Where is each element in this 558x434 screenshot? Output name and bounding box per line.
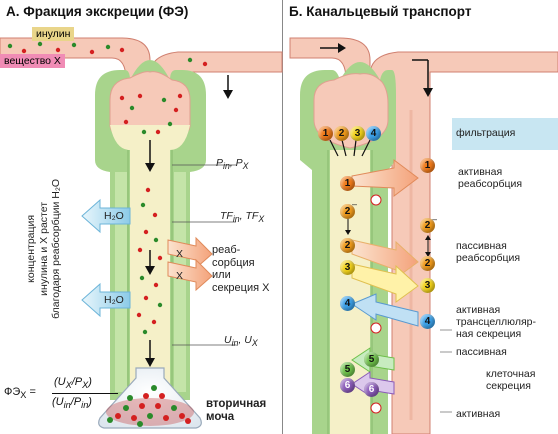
urine-flask [98,367,202,429]
panel-a-tubule [95,60,233,400]
panel-a-title: А. Фракция экскреции (ФЭ) [6,4,189,19]
x-bottom-label: X [176,270,184,282]
substance-2-upper-blood-ball: 2 [420,218,435,233]
substance-4-lumen-ball: 4 [340,296,355,311]
h2o-arrows [81,198,131,318]
substance-2-cell-ball: 2 [340,204,355,219]
tf-label: TFin, TFX [220,210,265,225]
p-label: Pin, PX [216,157,249,172]
passive-reabsorption-label: пассивная реабсорбция [456,240,521,265]
substance-2-blood-ball: 2 [420,256,435,271]
inulin-tag: инулин [32,27,75,41]
cellular-secretion-label: клеточная секреция [486,368,536,393]
reabsorption-label: реаб- сорбция или секреция X [212,244,270,294]
substance-6-lumen-ball: 6 [340,378,355,393]
pump-symbols [370,194,382,414]
substance-5-lumen-ball: 5 [340,362,355,377]
substance-2-lumen-ball: 2 [340,238,355,253]
substance-4-blood-ball: 4 [420,314,435,329]
x-top-label: X [176,248,184,260]
substance-3-blood-ball: 3 [420,278,435,293]
urine-label: вторичная моча [206,398,267,424]
filtration-label: фильтрация [456,127,516,139]
panel-a-molecules [7,41,208,335]
substance-1-lumen-ball: 1 [340,176,355,191]
h2o-bottom-label: H₂O [104,294,124,306]
filtration-band [452,118,558,150]
minus-sign-1: – [352,199,358,209]
substance-x-tag: вещество X [0,54,65,68]
panel-a-pointers [172,164,236,346]
substance-1-ball: 1 [318,126,333,141]
active-reabsorption-label: активная реабсорбция [458,166,523,191]
concentration-note: концентрация инулина и X растет благодар… [25,178,63,319]
substance-6-cell-ball: 6 [364,382,379,397]
substance-3-lumen-ball: 3 [340,260,355,275]
passive-label: пассивная [456,346,507,358]
panel-divider [282,0,283,434]
substance-2-ball: 2 [334,126,349,141]
transport-arrows [345,159,431,397]
panel-b-title: Б. Канальцевый транспорт [289,4,472,19]
substance-1-blood-ball: 1 [420,158,435,173]
substance-5-cell-ball: 5 [364,352,379,367]
x-reabsorption-arrows [167,236,213,292]
substance-4-ball: 4 [366,126,381,141]
u-label: Uin, UX [224,334,258,349]
active-label: активная [456,408,501,420]
h2o-top-label: H₂O [104,210,124,222]
panel-b-pointers [440,329,452,413]
minus-sign-2: – [432,214,438,224]
active-transcellular-label: активная трансцеллюляр- ная секреция [456,304,536,341]
substance-3-ball: 3 [350,126,365,141]
